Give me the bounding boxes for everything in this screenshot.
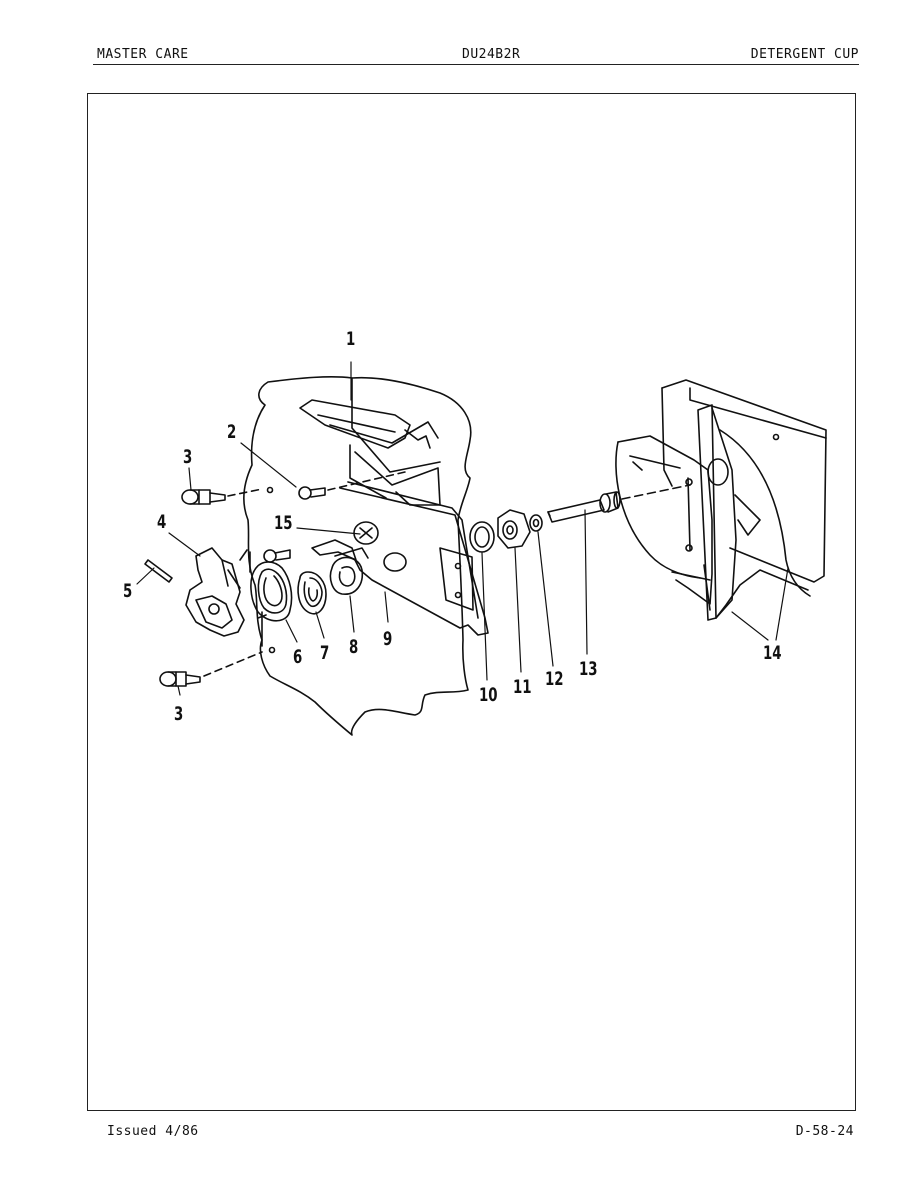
callout-15: 15: [274, 512, 293, 534]
gasket-part-10: [469, 521, 495, 553]
callout-3-upper: 3: [183, 446, 193, 468]
callout-9: 9: [383, 628, 393, 650]
washer-part-12: [529, 514, 543, 532]
callout-12: 12: [545, 668, 564, 690]
callout-7: 7: [320, 642, 330, 664]
shaft-part-13: [547, 484, 691, 523]
callout-11: 11: [513, 676, 532, 698]
callout-8: 8: [349, 636, 359, 658]
latch-part-4: [185, 547, 245, 637]
header-section: DETERGENT CUP: [750, 47, 859, 62]
cam-part-8: [311, 539, 369, 595]
footer-issued: Issued 4/86: [107, 1124, 199, 1139]
nut-part-11: [497, 509, 531, 549]
callout-13: 13: [579, 658, 598, 680]
callout-4: 4: [157, 511, 167, 533]
callout-6: 6: [293, 646, 303, 668]
mounting-plate: [339, 481, 489, 636]
dispenser-bracket: [299, 377, 441, 506]
footer-page-code: D-58-24: [795, 1124, 854, 1139]
callout-2: 2: [227, 421, 237, 443]
callout-3-lower: 3: [174, 703, 184, 725]
pin-part-5: [144, 559, 173, 583]
header-brand: MASTER CARE: [97, 47, 189, 62]
spring-part-7: [297, 571, 327, 615]
screw-part-3-upper: [181, 486, 274, 505]
spring-part-6: [239, 549, 293, 647]
detergent-cup-part-14: [615, 379, 827, 621]
callout-10: 10: [479, 684, 498, 706]
screw-part-3-lower: [159, 646, 276, 687]
leader-lines: [136, 361, 789, 696]
diagram-frame: [87, 93, 856, 1111]
screw-small-side: [263, 549, 291, 563]
header-model: DU24B2R: [462, 47, 521, 62]
header-rule: [93, 64, 859, 65]
door-panel-cutaway: [243, 375, 472, 736]
washer-part-15: [353, 521, 379, 545]
callout-1: 1: [346, 328, 356, 350]
callout-5: 5: [123, 580, 133, 602]
screw-part-2: [298, 471, 406, 500]
callout-14: 14: [763, 642, 782, 664]
